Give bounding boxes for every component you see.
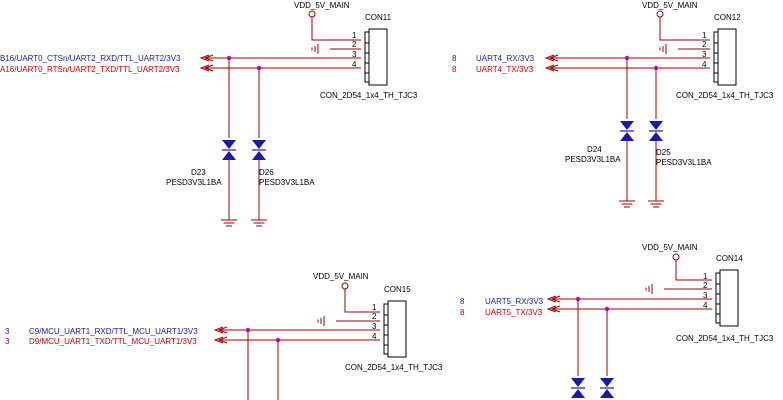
ground-icon	[220, 211, 238, 227]
wires-con12	[550, 17, 710, 69]
pin-number: 1	[702, 31, 707, 40]
part-con11: CON_2D54_1x4_TH_TJC3	[320, 91, 418, 100]
ground-icon	[317, 315, 325, 327]
diode-ref-d25: D25	[656, 148, 671, 157]
ref-con15: CON15	[384, 285, 411, 294]
net-label-tx-con12: UART4_TX/3V3	[476, 65, 534, 74]
wires-con15	[219, 289, 380, 341]
pin-number: 4	[702, 60, 707, 69]
pin-number: 4	[372, 332, 377, 341]
pin-number: 1	[703, 272, 708, 281]
ground-icon	[659, 43, 667, 55]
ground-icon	[250, 211, 268, 227]
net-prefix-rx-con14: 8	[460, 297, 465, 306]
net-label-tx-con15: D9/MCU_UART1_TXD/TTL_MCU_UART1/3V3	[29, 337, 197, 346]
connector-body-con11	[364, 28, 388, 86]
diode-ref-d24: D24	[587, 145, 602, 154]
diode-ref-d23: D23	[191, 168, 206, 177]
pin-number: 3	[702, 50, 707, 59]
connector-body-con12	[713, 28, 737, 86]
ground-icon	[647, 192, 665, 208]
diode-part-d24: PESD3V3L1BA	[565, 155, 621, 164]
offpage-arrow-icon	[199, 64, 214, 72]
diode-wires-con14	[577, 299, 608, 376]
pin-number: 2	[703, 281, 708, 290]
offpage-arrow-icon	[199, 54, 214, 62]
part-con12: CON_2D54_1x4_TH_TJC3	[676, 91, 774, 100]
net-prefix-tx-con15: 3	[5, 337, 10, 346]
net-label-rx-con15: C9/MCU_UART1_RXD/TTL_MCU_UART1/3V3	[29, 327, 198, 336]
net-prefix-tx-con12: 8	[452, 65, 457, 74]
offpage-arrow-icon	[544, 64, 559, 72]
power-label-con11: VDD_5V_MAIN	[294, 1, 350, 10]
offpage-arrow-icon	[213, 326, 228, 334]
part-con15: CON_2D54_1x4_TH_TJC3	[345, 363, 443, 372]
power-terminal-con15	[341, 282, 349, 290]
pin-number: 2	[352, 40, 357, 49]
pin-number: 3	[352, 50, 357, 59]
pin-number: 1	[352, 31, 357, 40]
pin-number: 2	[372, 312, 377, 321]
diode-icon	[221, 139, 237, 161]
pin-number: 2	[702, 40, 707, 49]
diode-icon	[599, 377, 615, 399]
pin-number: 3	[372, 322, 377, 331]
offpage-arrow-icon	[546, 295, 561, 303]
diode-wires-con15	[247, 330, 279, 400]
diode-icon	[648, 120, 664, 142]
block-con12: VDD_5V_MAIN 8 8 UART4_RX/3V3 UART4_TX/3V…	[452, 1, 774, 208]
offpage-arrow-icon	[546, 305, 561, 313]
diode-icon	[619, 120, 635, 142]
power-label-con15: VDD_5V_MAIN	[313, 272, 369, 281]
power-terminal-con12	[656, 10, 664, 18]
net-prefix-tx-con14: 8	[460, 308, 465, 317]
wires-con14	[552, 260, 712, 310]
power-terminal-con14	[672, 253, 680, 261]
offpage-arrow-icon	[544, 54, 559, 62]
diode-ref-d26: D26	[259, 168, 274, 177]
block-con11: VDD_5V_MAIN B16/UART0_CTSn/UART2_RXD/TTL…	[0, 1, 418, 227]
diode-icon	[570, 377, 586, 399]
ground-icon	[311, 43, 319, 55]
connector-body-con15	[383, 300, 407, 358]
pin-number: 4	[352, 60, 357, 69]
ref-con12: CON12	[714, 13, 741, 22]
ref-con11: CON11	[365, 13, 392, 22]
net-prefix-rx-con12: 8	[452, 54, 457, 63]
diode-part-d23: PESD3V3L1BA	[166, 178, 222, 187]
part-con14: CON_2D54_1x4_TH_TJC3	[676, 334, 774, 343]
net-label-tx-con11: A16/UART0_RTSn/UART2_TXD/TTL_UART2/3V3	[0, 65, 180, 74]
ground-icon	[645, 283, 653, 295]
diode-icon	[251, 139, 267, 161]
power-terminal-con11	[308, 10, 316, 18]
offpage-arrow-icon	[213, 336, 228, 344]
diode-wires-con12	[626, 58, 657, 193]
wires-con11	[205, 17, 361, 69]
net-label-rx-con11: B16/UART0_CTSn/UART2_RXD/TTL_UART2/3V3	[0, 54, 181, 63]
block-con15: VDD_5V_MAIN 3 3 C9/MCU_UART1_RXD/TTL_MCU…	[5, 272, 443, 400]
ground-icon	[618, 192, 636, 208]
pin-number: 4	[703, 301, 708, 310]
pin-number: 3	[703, 291, 708, 300]
net-prefix-rx-con15: 3	[5, 327, 10, 336]
diode-part-d26: PESD3V3L1BA	[259, 178, 315, 187]
net-label-tx-con14: UART5_TX/3V3	[485, 308, 543, 317]
connector-body-con14	[715, 269, 739, 327]
diode-wires-con11	[228, 58, 260, 212]
power-label-con12: VDD_5V_MAIN	[642, 1, 698, 10]
diode-part-d25: PESD3V3L1BA	[656, 158, 712, 167]
pin-number: 1	[372, 303, 377, 312]
net-label-rx-con14: UART5_RX/3V3	[485, 297, 544, 306]
power-label-con14: VDD_5V_MAIN	[642, 243, 698, 252]
ref-con14: CON14	[716, 254, 743, 263]
block-con14: VDD_5V_MAIN 8 8 UART5_RX/3V3 UART5_TX/3V…	[460, 243, 774, 399]
net-label-rx-con12: UART4_RX/3V3	[476, 54, 535, 63]
